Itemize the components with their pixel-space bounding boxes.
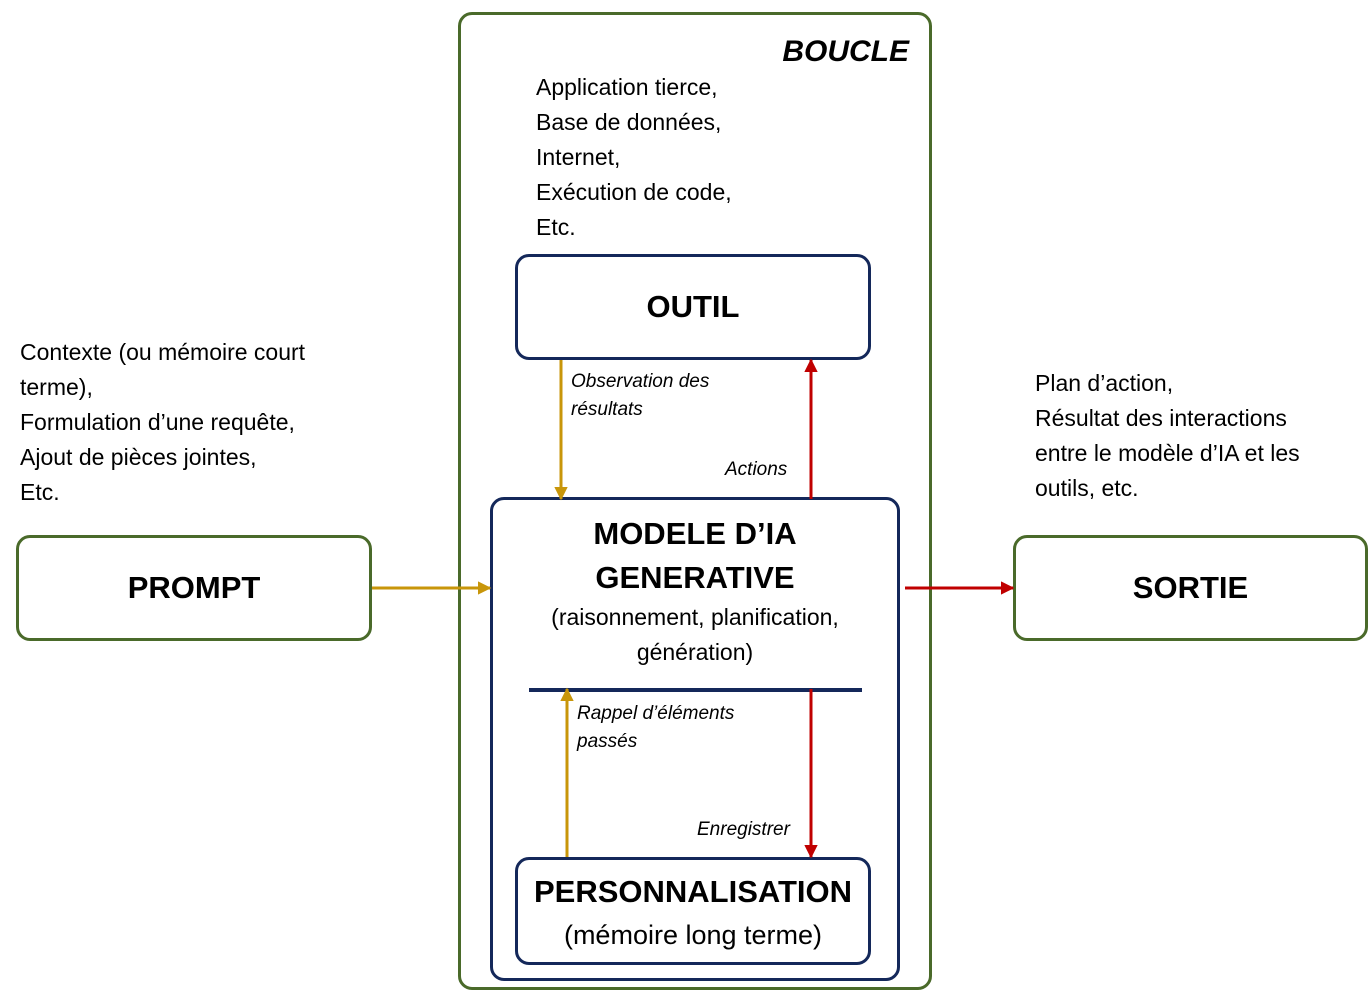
model-title-line2: GENERATIVE xyxy=(595,560,795,595)
prompt-note: terme), xyxy=(20,374,93,400)
output-note: outils, etc. xyxy=(1035,475,1139,501)
model-title-line1: MODELE D’IA xyxy=(593,516,797,551)
tool-note: Application tierce, xyxy=(536,74,718,100)
prompt-note: Ajout de pièces jointes, xyxy=(20,444,257,470)
prompt-note: Contexte (ou mémoire court xyxy=(20,339,306,365)
actions-label: Actions xyxy=(725,459,788,480)
prompt-label: PROMPT xyxy=(127,570,261,605)
tool-note: Base de données, xyxy=(536,109,722,135)
prompt-note: Etc. xyxy=(20,479,60,505)
model-divider xyxy=(529,688,862,692)
tool-note: Exécution de code, xyxy=(536,179,732,205)
model-subtitle-line1: (raisonnement, planification, xyxy=(551,604,839,630)
save-label: Enregistrer xyxy=(697,819,790,840)
prompt-notes: Contexte (ou mémoire court terme), Formu… xyxy=(20,335,305,510)
recall-label: Rappel d’éléments passés xyxy=(577,700,734,756)
tool-note: Internet, xyxy=(536,144,621,170)
output-note: Résultat des interactions xyxy=(1035,405,1287,431)
tool-box: OUTIL xyxy=(515,254,871,360)
observation-label: Observation des résultats xyxy=(571,368,709,424)
output-box: SORTIE xyxy=(1013,535,1368,641)
recall-label-line: passés xyxy=(577,731,638,752)
model-subtitle-line2: génération) xyxy=(636,639,754,665)
output-label: SORTIE xyxy=(1132,570,1249,605)
tool-note: Etc. xyxy=(536,214,576,240)
observation-label-line: résultats xyxy=(571,399,643,420)
output-note: entre le modèle d’IA et les xyxy=(1035,440,1300,466)
tool-label: OUTIL xyxy=(646,289,740,324)
observation-label-line: Observation des xyxy=(571,371,710,392)
personalization-subtitle: (mémoire long terme) xyxy=(563,920,823,950)
personalization-title: PERSONNALISATION xyxy=(533,874,853,909)
recall-label-line: Rappel d’éléments xyxy=(577,703,735,724)
tool-notes: Application tierce, Base de données, Int… xyxy=(536,70,732,245)
personalization-box: PERSONNALISATION (mémoire long terme) xyxy=(515,857,871,965)
output-notes: Plan d’action, Résultat des interactions… xyxy=(1035,366,1300,506)
loop-title: BOUCLE xyxy=(782,35,909,68)
output-note: Plan d’action, xyxy=(1035,370,1174,396)
prompt-box: PROMPT xyxy=(16,535,372,641)
prompt-note: Formulation d’une requête, xyxy=(20,409,295,435)
